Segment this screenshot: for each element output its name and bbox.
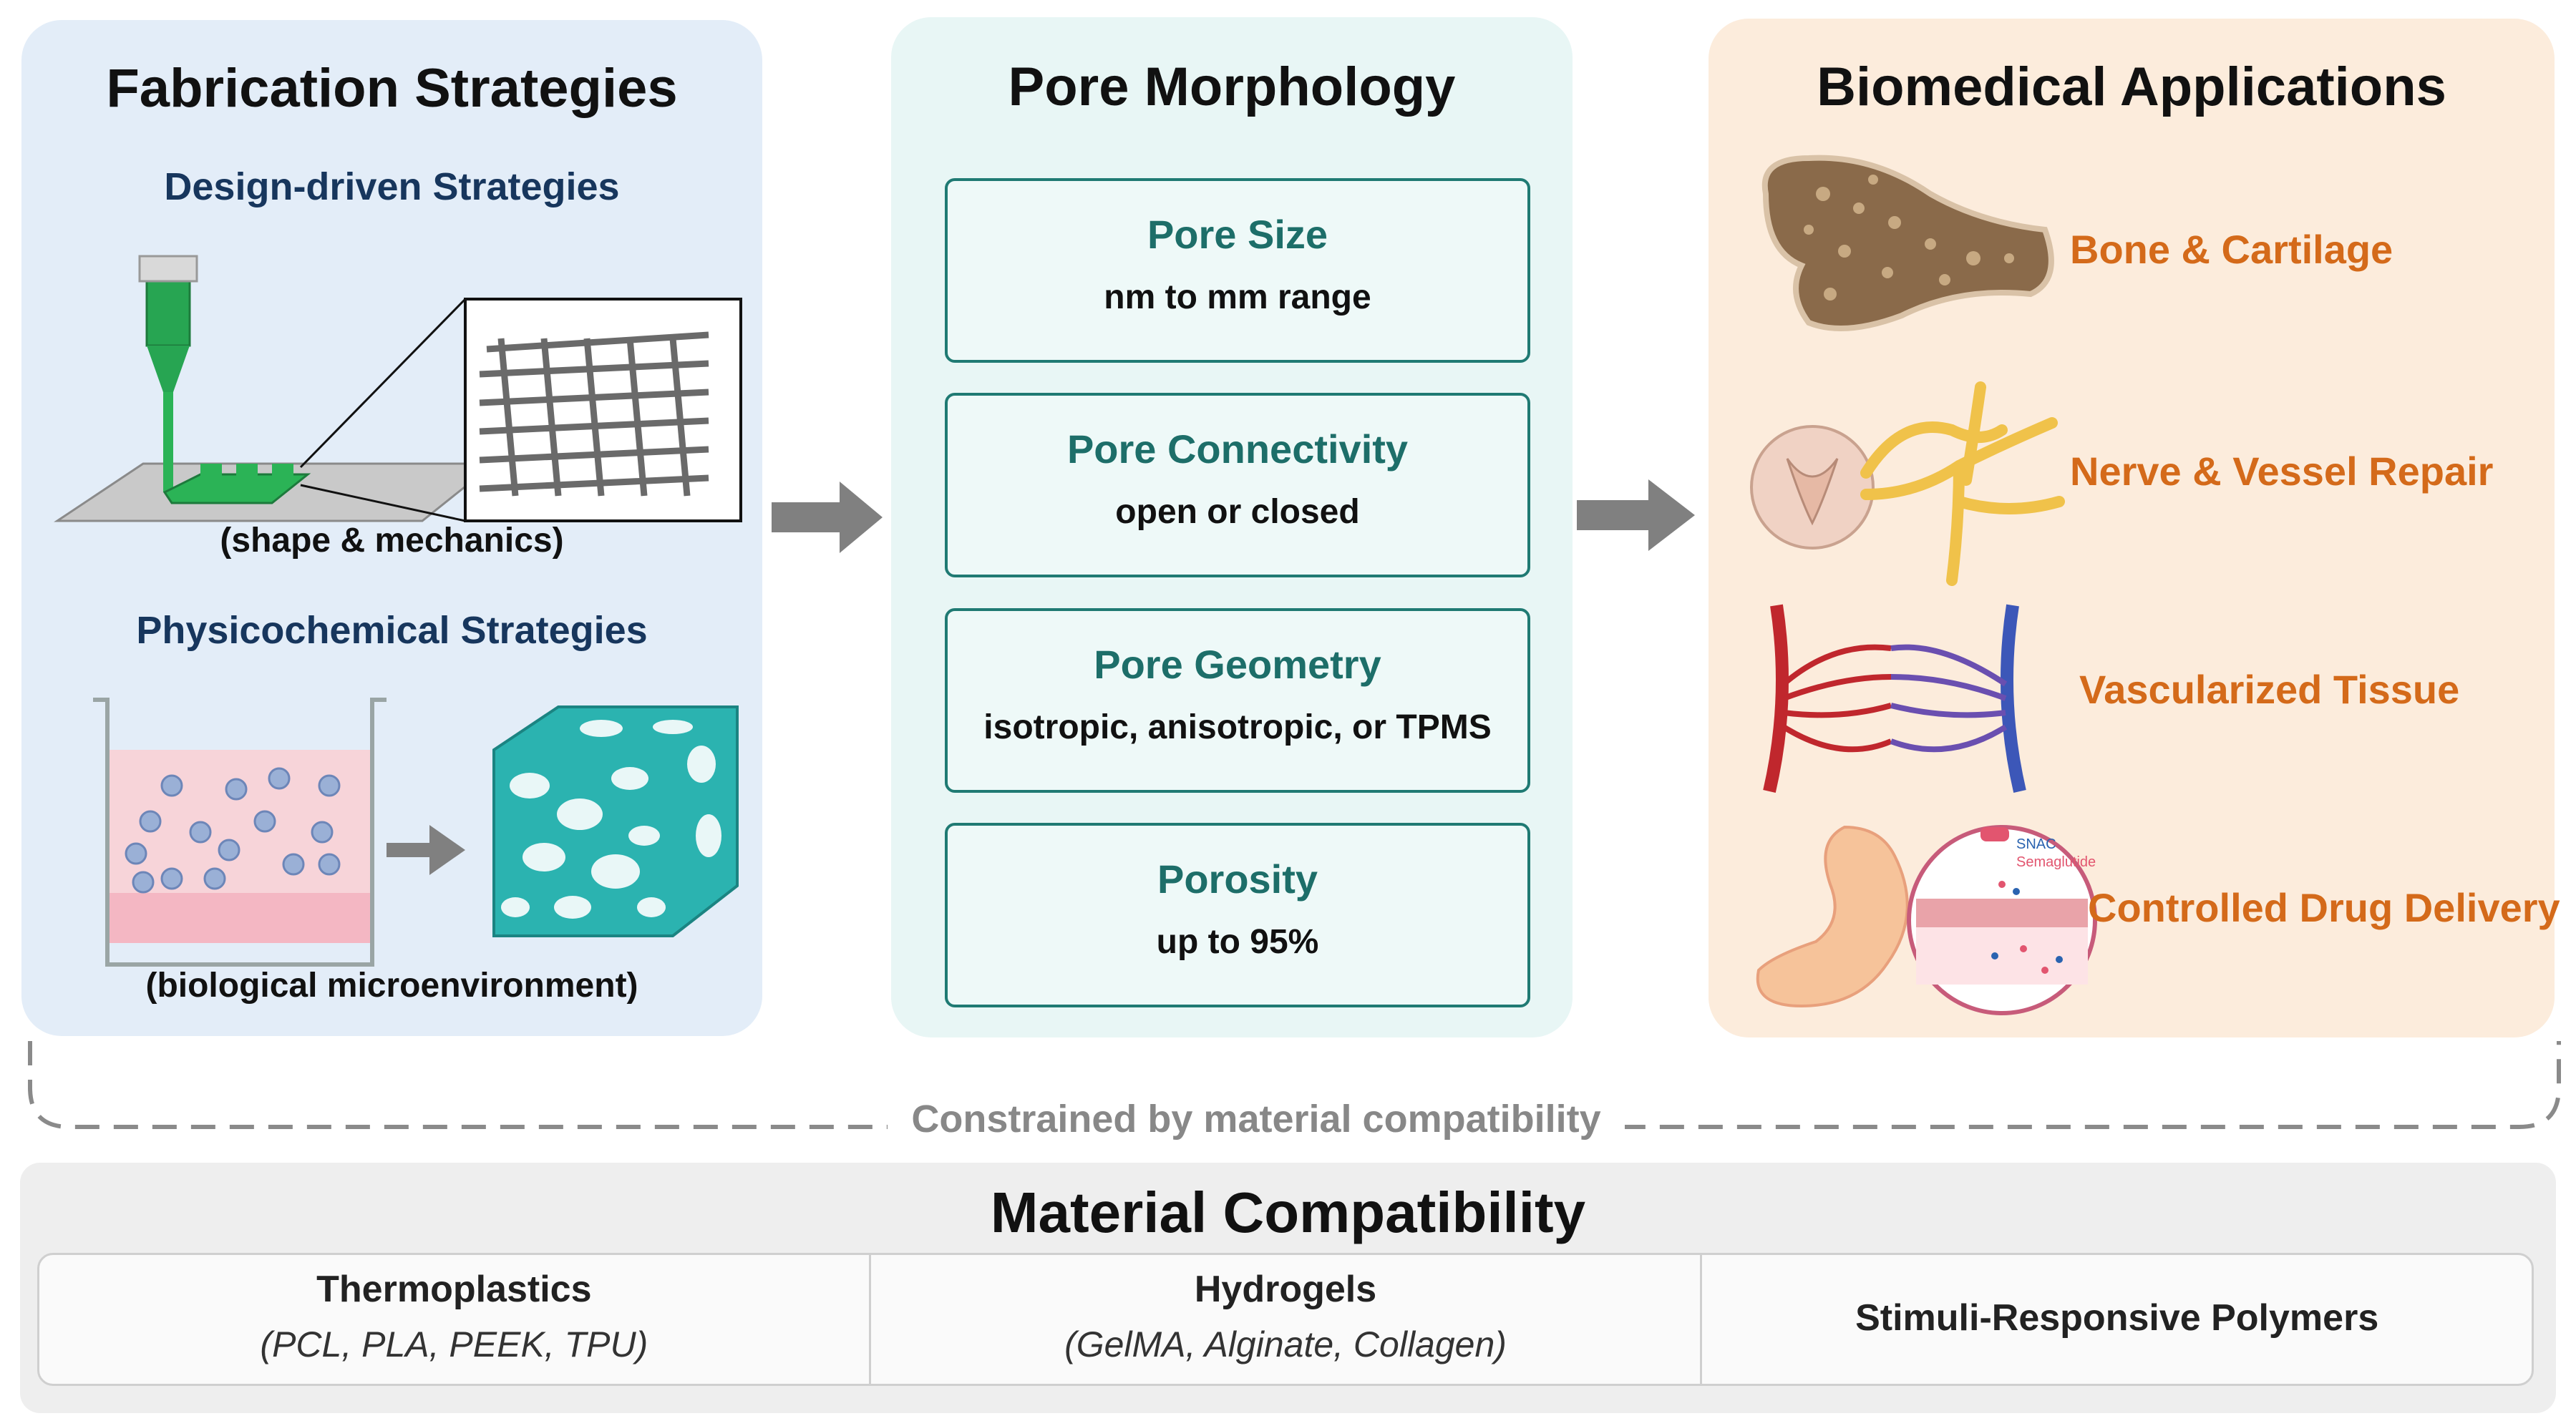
design-caption: (shape & mechanics)	[220, 522, 564, 560]
material-compatibility-panel: Material Compatibility Thermoplastics (P…	[20, 1163, 2556, 1413]
fabrication-title: Fabrication Strategies	[106, 58, 678, 119]
pore-geometry-box: Pore Geometry isotropic, anisotropic, or…	[945, 608, 1530, 793]
bone-icon	[1761, 155, 2054, 331]
app-label-drug-delivery: Controlled Drug Delivery	[2088, 885, 2560, 930]
stomach-drug-delivery-icon: SNAC Semaglutide	[1756, 825, 2097, 1015]
cell-culture-scaffold-icon	[93, 698, 739, 967]
pore-box-heading: Pore Size	[1147, 212, 1328, 257]
app-label-vascular: Vascularized Tissue	[2079, 667, 2460, 712]
pore-box-heading: Pore Connectivity	[1066, 426, 1409, 472]
material-title: Material Compatibility	[990, 1181, 1586, 1244]
pore-box-detail: open or closed	[1115, 493, 1360, 531]
pore-box-heading: Porosity	[1157, 856, 1318, 902]
material-stimuli-responsive: Stimuli-Responsive Polymers	[1702, 1255, 2532, 1384]
snac-annotation: SNAC	[2016, 836, 2056, 852]
pore-size-box: Pore Size nm to mm range	[945, 178, 1530, 363]
pore-connectivity-box: Pore Connectivity open or closed	[945, 393, 1530, 577]
constraint-label: Constrained by material compatibility	[888, 1097, 1625, 1141]
material-examples: (GelMA, Alginate, Collagen)	[1064, 1324, 1507, 1364]
pore-morphology-panel: Pore Morphology Pore Size nm to mm range…	[891, 17, 1573, 1037]
physicochemical-caption: (biological microenvironment)	[145, 967, 638, 1005]
semaglutide-annotation: Semaglutide	[2016, 854, 2096, 870]
3d-printing-icon	[54, 255, 742, 522]
pore-box-detail: up to 95%	[1156, 923, 1319, 961]
material-examples: (PCL, PLA, PEEK, TPU)	[260, 1324, 648, 1364]
fabrication-panel: Fabrication Strategies Design-driven Str…	[21, 20, 762, 1036]
app-label-nerve: Nerve & Vessel Repair	[2070, 449, 2494, 494]
pore-title: Pore Morphology	[1008, 57, 1456, 117]
arrow-right-icon	[1577, 479, 1695, 551]
nerve-icon	[1750, 381, 2065, 586]
design-driven-subtitle: Design-driven Strategies	[164, 165, 620, 208]
physicochemical-subtitle: Physicochemical Strategies	[136, 609, 648, 652]
porosity-box: Porosity up to 95%	[945, 823, 1530, 1007]
pore-box-detail: nm to mm range	[1104, 278, 1371, 316]
material-name: Thermoplastics	[316, 1269, 592, 1310]
biomedical-title: Biomedical Applications	[1817, 57, 2446, 117]
material-name: Stimuli-Responsive Polymers	[1855, 1297, 2379, 1339]
pore-box-heading: Pore Geometry	[1094, 642, 1381, 687]
pore-box-detail: isotropic, anisotropic, or TPMS	[983, 708, 1492, 746]
material-hydrogels: Hydrogels (GelMA, Alginate, Collagen)	[871, 1255, 1703, 1384]
vascular-network-icon	[1763, 604, 2026, 793]
material-name: Hydrogels	[1194, 1269, 1377, 1310]
material-thermoplastics: Thermoplastics (PCL, PLA, PEEK, TPU)	[39, 1255, 871, 1384]
arrow-right-icon	[772, 482, 883, 553]
app-label-bone: Bone & Cartilage	[2070, 227, 2393, 272]
material-row: Thermoplastics (PCL, PLA, PEEK, TPU) Hyd…	[37, 1253, 2534, 1386]
biomedical-panel: Biomedical Applications Bone & Cartilage…	[1709, 19, 2560, 1037]
